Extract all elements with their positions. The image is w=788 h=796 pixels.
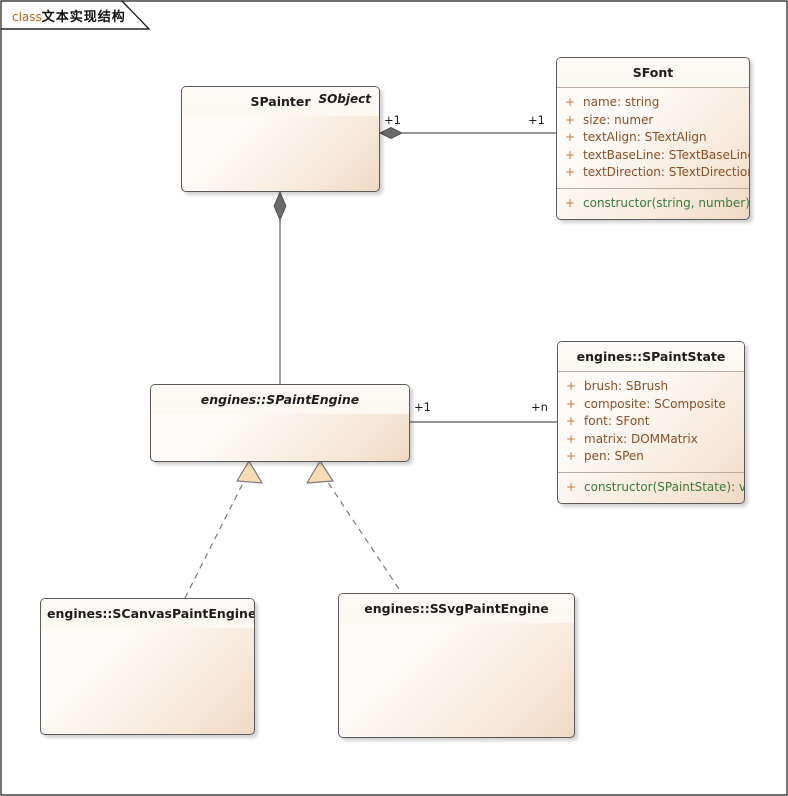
class-box-sfont[interactable]: SFont + name: string + size: numer + tex… [556, 57, 750, 220]
attribute-row: + brush: SBrush [558, 378, 744, 396]
multiplicity-spaintengine-right: +1 [414, 400, 431, 414]
attribute-row: + name: string [557, 94, 749, 112]
class-header-spaintengine: engines::SPaintEngine [151, 385, 409, 414]
visibility-marker: + [565, 414, 577, 428]
diagram-frame-name: 文本实现结构 [41, 10, 126, 25]
class-name-spaintengine: engines::SPaintEngine [200, 392, 360, 407]
class-name-scanvaspaintengine: engines::SCanvasPaintEngine [47, 606, 255, 621]
class-name-spaintstate: engines::SPaintState [576, 349, 726, 364]
visibility-marker: + [565, 379, 577, 393]
diagram-frame-tab: class文本实现结构 [0, 0, 150, 30]
attribute-label: textAlign: STextAlign [583, 130, 707, 144]
methods-compartment-sfont: + constructor(string, number): void [557, 187, 749, 219]
attribute-label: composite: SComposite [584, 396, 726, 411]
connector-spainter-sfont[interactable] [379, 127, 556, 139]
attributes-compartment-spaintstate: + brush: SBrush + composite: SComposite … [558, 372, 744, 472]
attribute-label: font: SFont [584, 414, 650, 428]
attribute-label: size: numer [583, 112, 654, 127]
class-box-scanvaspaintengine[interactable]: engines::SCanvasPaintEngine [40, 598, 255, 735]
class-name-ssvgpaintengine: engines::SSvgPaintEngine [364, 601, 549, 616]
class-box-ssvgpaintengine[interactable]: engines::SSvgPaintEngine [338, 593, 575, 738]
visibility-marker: + [565, 449, 577, 463]
attribute-label: pen: SPen [584, 449, 644, 463]
visibility-marker: + [565, 431, 577, 446]
attribute-row: + size: numer [557, 112, 749, 130]
method-row: + constructor(SPaintState): void [558, 479, 744, 497]
visibility-marker: + [564, 95, 576, 109]
method-label: constructor(string, number): void [583, 195, 750, 210]
class-header-spaintstate: engines::SPaintState [558, 342, 744, 372]
class-box-spaintstate[interactable]: engines::SPaintState + brush: SBrush + c… [557, 341, 745, 504]
class-box-spainter[interactable]: SObject SPainter [181, 86, 380, 192]
attribute-label: brush: SBrush [584, 379, 669, 393]
visibility-marker: + [564, 147, 576, 162]
visibility-marker: + [564, 195, 576, 210]
diagram-frame-title: class文本实现结构 [12, 6, 126, 25]
connector-ssvg-realization[interactable] [306, 460, 406, 599]
attribute-label: textDirection: STextDirection [583, 165, 750, 179]
connector-spainter-spaintengine[interactable] [273, 190, 287, 384]
multiplicity-spainter-right: +1 [384, 113, 401, 127]
visibility-marker: + [564, 112, 576, 127]
attribute-row: + matrix: DOMMatrix [558, 431, 744, 449]
class-name-sfont: SFont [632, 65, 674, 80]
class-header-spainter: SObject SPainter [182, 87, 379, 116]
attribute-row: + pen: SPen [558, 448, 744, 466]
class-header-ssvgpaintengine: engines::SSvgPaintEngine [339, 594, 574, 623]
attribute-row: + font: SFont [558, 413, 744, 431]
attribute-label: name: string [583, 95, 660, 109]
attribute-row: + textDirection: STextDirection [557, 164, 749, 182]
class-name-spainter: SPainter [250, 94, 311, 109]
multiplicity-spaintstate-left: +n [531, 400, 548, 414]
attribute-label: matrix: DOMMatrix [584, 431, 698, 446]
attribute-label: textBaseLine: STextBaseLine [583, 147, 750, 162]
attribute-row: + textAlign: STextAlign [557, 129, 749, 147]
method-label: constructor(SPaintState): void [584, 479, 744, 494]
method-row: + constructor(string, number): void [557, 195, 749, 213]
visibility-marker: + [565, 479, 577, 494]
visibility-marker: + [565, 396, 577, 411]
class-box-spaintengine[interactable]: engines::SPaintEngine [150, 384, 410, 462]
class-header-scanvaspaintengine: engines::SCanvasPaintEngine [41, 599, 254, 628]
class-header-sfont: SFont [557, 58, 749, 88]
class-stereotype-spainter: SObject [318, 92, 371, 106]
visibility-marker: + [564, 165, 576, 179]
diagram-frame-keyword: class [12, 10, 42, 24]
attributes-compartment-sfont: + name: string + size: numer + textAlign… [557, 88, 749, 188]
attribute-row: + composite: SComposite [558, 396, 744, 414]
multiplicity-sfont-left: +1 [528, 113, 545, 127]
attribute-row: + textBaseLine: STextBaseLine [557, 147, 749, 165]
connector-scanvas-realization[interactable] [184, 460, 263, 599]
visibility-marker: + [564, 130, 576, 144]
methods-compartment-spaintstate: + constructor(SPaintState): void [558, 471, 744, 503]
